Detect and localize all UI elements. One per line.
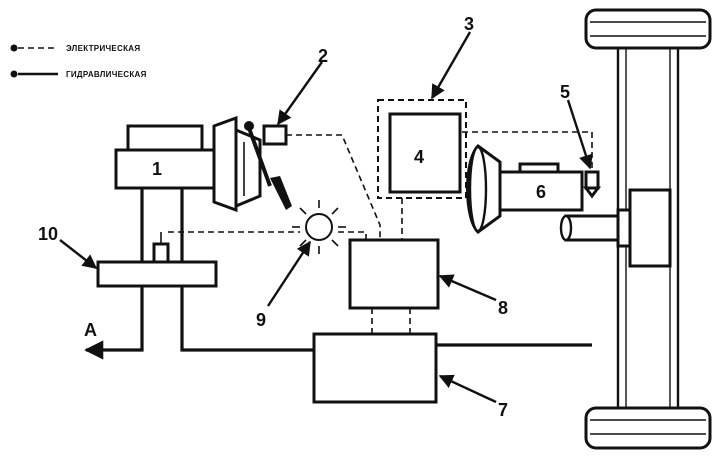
- motor-unit: [466, 144, 584, 234]
- legend-hydraulic-label: ГИДРАВЛИЧЕСКАЯ: [66, 70, 147, 79]
- pressure-regulator: [96, 232, 218, 288]
- electronic-control-unit: [388, 112, 462, 194]
- label-8: 8: [498, 298, 508, 318]
- speed-sensor: [583, 170, 601, 199]
- pedal-sensor: [262, 124, 288, 146]
- label-a: A: [84, 320, 97, 340]
- modulator-block: [348, 238, 440, 310]
- label-6: 6: [536, 182, 546, 202]
- legend-electrical-label: ЭЛЕКТРИЧЕСКАЯ: [66, 44, 140, 53]
- hydraulic-unit: [312, 332, 438, 404]
- label-10: 10: [38, 224, 58, 244]
- label-5: 5: [560, 82, 570, 102]
- wheel-assembly: [584, 8, 712, 450]
- label-4: 4: [414, 147, 424, 167]
- legend-hydraulic: ГИДРАВЛИЧЕСКАЯ: [10, 70, 147, 79]
- warning-lamp: [292, 200, 346, 254]
- legend: ЭЛЕКТРИЧЕСКАЯ ГИДРАВЛИЧЕСКАЯ: [10, 44, 147, 79]
- master-cylinder: [114, 124, 216, 190]
- label-3: 3: [464, 14, 474, 34]
- brake-pedal: [244, 121, 292, 210]
- label-7: 7: [498, 400, 508, 420]
- callout-arrows: [59, 31, 593, 404]
- legend-electrical: ЭЛЕКТРИЧЕСКАЯ: [10, 44, 140, 53]
- component-labels: 1 2 3 4 5 6 7 8 9 10 A: [38, 14, 570, 420]
- label-9: 9: [256, 310, 266, 330]
- control-unit-enclosure: [377, 99, 467, 199]
- label-2: 2: [318, 46, 328, 66]
- hydraulic-lines: [108, 188, 592, 352]
- label-1: 1: [152, 159, 162, 179]
- brake-booster: [212, 115, 262, 213]
- axle-shaft: [559, 214, 624, 242]
